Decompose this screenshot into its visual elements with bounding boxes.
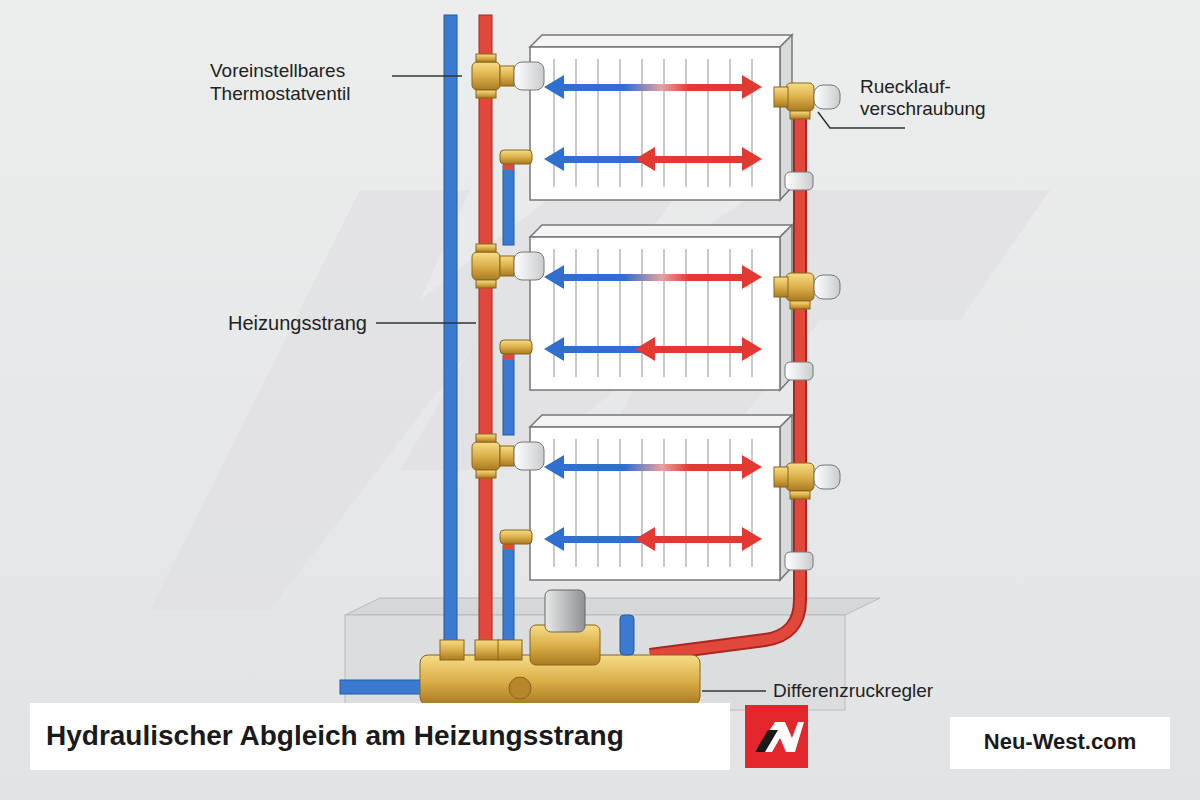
valve-callout: Voreinstellbares Thermostatventil	[210, 60, 388, 106]
diagram-title: Hydraulischer Abgleich am Heizungsstrang	[46, 718, 624, 754]
regulator-callout-holder: Differenzruckregler	[773, 680, 973, 703]
website-label-holder: Neu-West.com	[960, 729, 1160, 755]
return-fitting-callout: Ruecklauf- verschraubung	[860, 76, 1020, 120]
regulator-callout: Differenzruckregler	[773, 680, 973, 703]
diagram-title-holder: Hydraulischer Abgleich am Heizungsstrang	[46, 718, 721, 754]
riser-callout: Heizungsstrang	[228, 311, 374, 335]
valve-callout-holder: Voreinstellbares Thermostatventil	[210, 60, 388, 106]
riser-callout-holder: Heizungsstrang	[228, 311, 374, 335]
return-fitting-callout-holder: Ruecklauf- verschraubung	[860, 76, 1020, 120]
website-label: Neu-West.com	[960, 729, 1160, 755]
